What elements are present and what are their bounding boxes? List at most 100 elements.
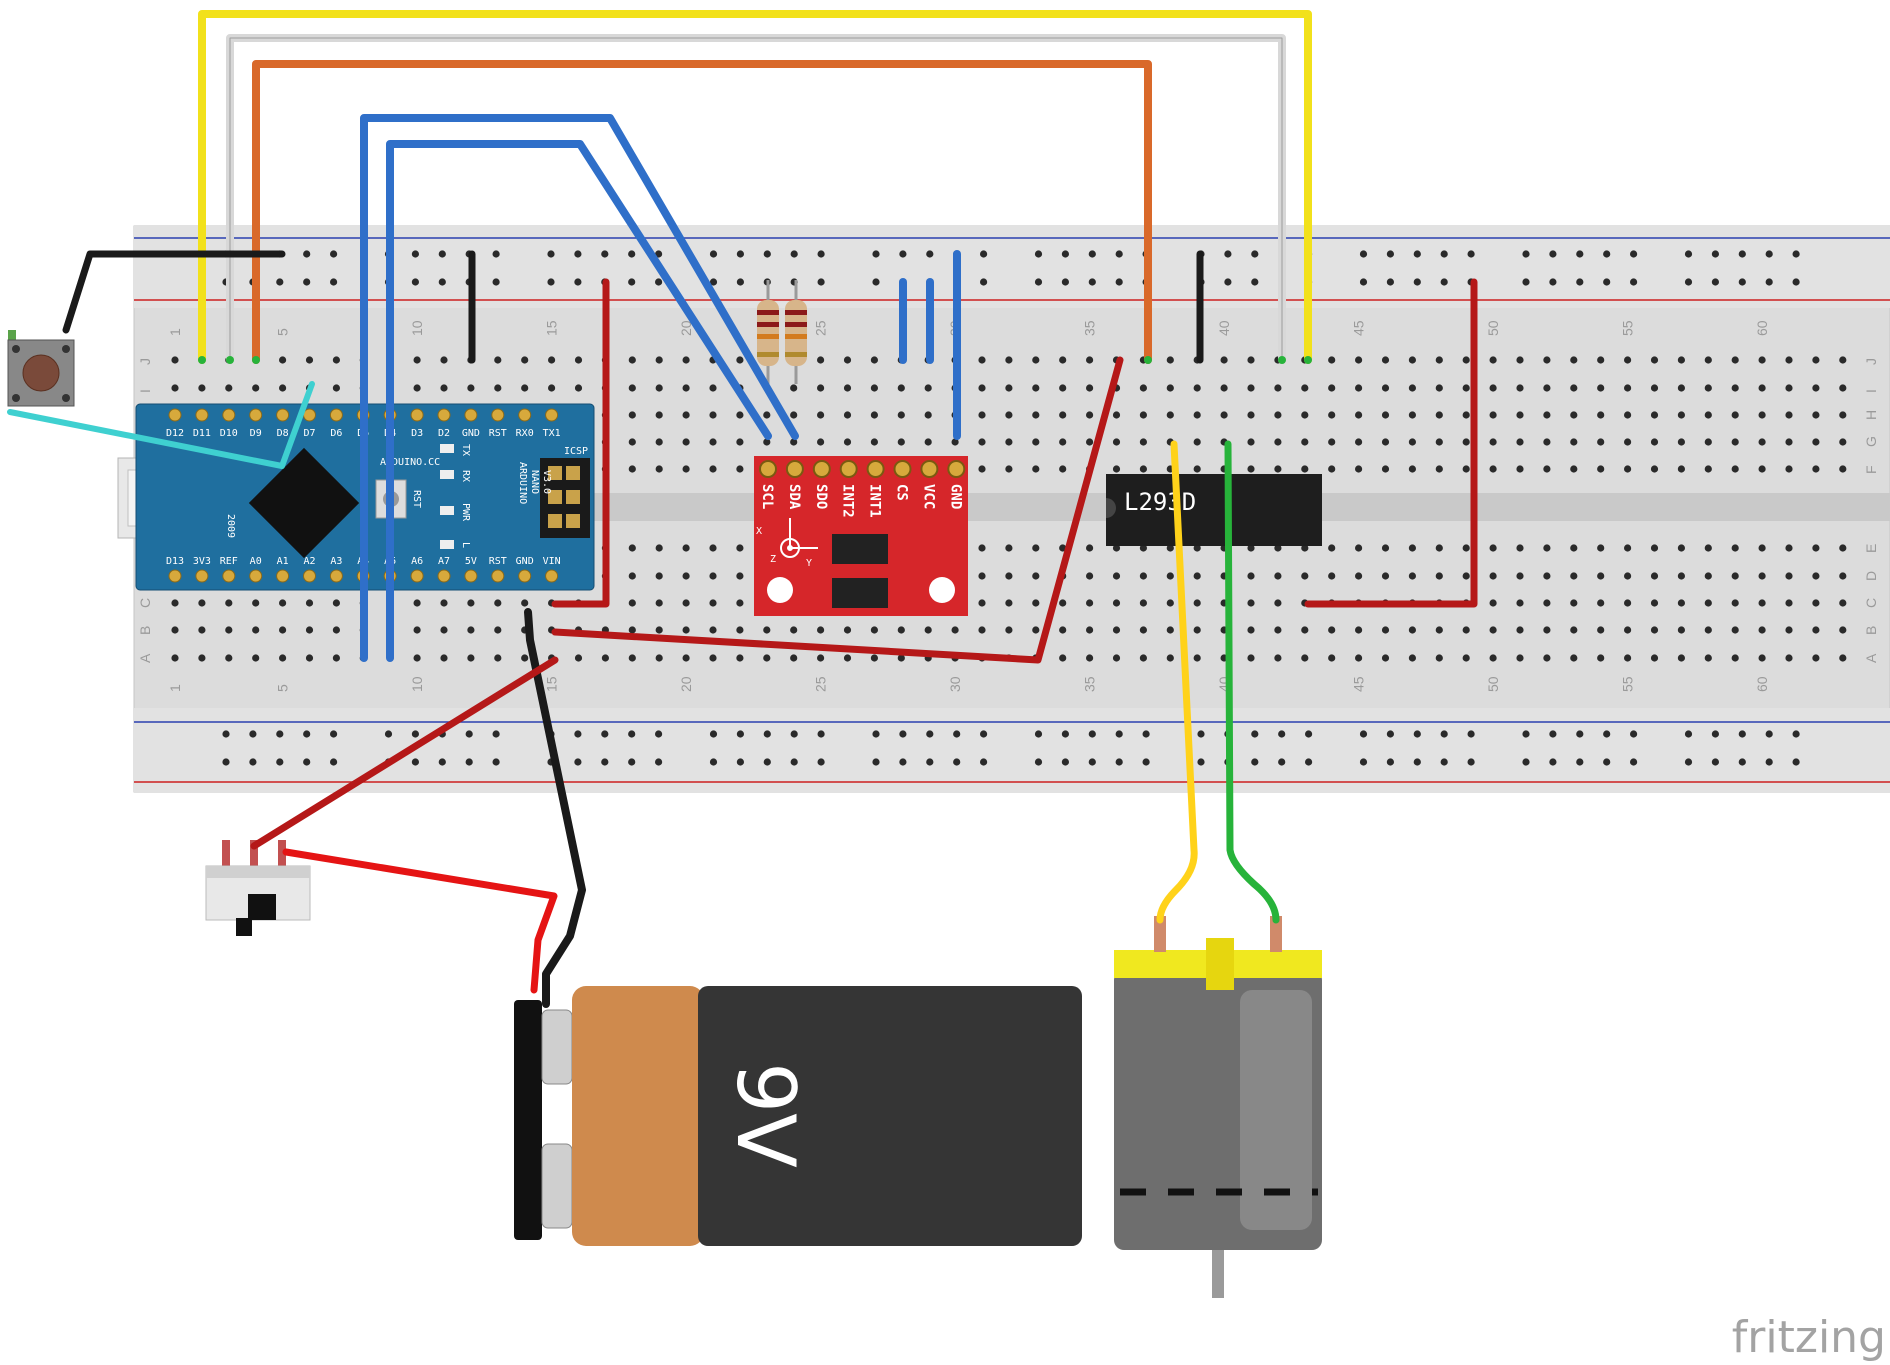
arduino-pin [303,569,316,583]
wire-endpoints [198,356,1312,364]
rail-hole [655,278,663,286]
breadboard-hole [817,356,825,364]
breadboard-hole [1193,572,1201,580]
rail-hole [601,730,609,738]
rail-hole [1034,730,1043,738]
column-number: 25 [813,676,829,692]
breadboard-hole [494,599,502,607]
breadboard-hole [440,599,448,607]
breadboard-hole [1032,572,1040,580]
breadboard-hole [628,356,636,364]
arduino-model-line-2: NANO [529,470,540,494]
rail-hole [1549,730,1557,738]
breadboard-hole [763,438,771,446]
breadboard-hole [1812,465,1820,473]
rail-hole [790,730,798,738]
breadboard-hole [709,654,717,662]
breadboard-hole [1570,626,1578,634]
breadboard-hole [1570,465,1578,473]
row-letter: F [1863,465,1879,474]
breadboard-hole [1758,438,1766,446]
breadboard-hole [198,384,206,392]
rail-hole [1522,250,1530,258]
breadboard-hole [1812,572,1820,580]
arduino-pin-label: 3V3 [193,556,211,567]
rail-hole [872,758,880,766]
breadboard-hole [1328,572,1336,580]
breadboard-hole [1812,438,1820,446]
arduino-pin [249,408,263,422]
breadboard-hole [1435,544,1443,552]
rail-hole [1738,278,1746,286]
pushbutton-cap [22,354,60,392]
breadboard-hole [1220,411,1228,419]
breadboard-hole [1570,384,1578,392]
wire-red-battery [282,848,558,994]
bottom-power-rail [134,708,1890,792]
rail-hole [953,730,961,738]
breadboard-hole [1005,411,1013,419]
breadboard-hole [521,356,529,364]
accelerometer-pin [866,460,885,478]
rail-hole [1576,758,1584,766]
breadboard-hole [1193,654,1201,662]
breadboard-hole [843,384,852,392]
column-number: 15 [544,320,560,336]
breadboard-hole [1677,599,1685,607]
breadboard-hole [1408,465,1416,473]
rail-hole [1251,250,1259,258]
rail-hole [1549,758,1557,766]
breadboard-hole [1112,572,1121,580]
breadboard-hole [1812,411,1820,419]
rail-hole [655,730,663,738]
arduino-pin-label: D7 [303,428,315,439]
breadboard-hole [1247,384,1255,392]
breadboard-hole [1516,438,1524,446]
rail-hole [1576,250,1584,258]
breadboard-hole [1462,356,1470,364]
breadboard-hole [1543,654,1551,662]
breadboard-hole [1489,544,1497,552]
breadboard-hole [1032,544,1040,552]
breadboard-hole [1731,411,1739,419]
breadboard-hole [1624,544,1632,552]
breadboard-hole [924,411,932,419]
row-letter: J [137,358,153,365]
breadboard-hole [1677,356,1685,364]
breadboard-hole [1731,654,1739,662]
breadboard-hole [1785,654,1793,662]
breadboard-hole [655,356,663,364]
breadboard-hole [736,654,744,662]
breadboard-hole [1489,356,1497,364]
breadboard-hole [1086,599,1094,607]
breadboard-hole [870,438,879,446]
breadboard-hole [978,438,986,446]
breadboard-hole [709,438,717,446]
breadboard-hole [1059,356,1067,364]
breadboard-hole [1032,465,1040,473]
row-letter: H [1863,410,1879,420]
breadboard-hole [655,654,663,662]
rail-hole [872,278,880,286]
breadboard-hole [225,599,233,607]
rail-hole [303,730,311,738]
breadboard-hole [1677,654,1685,662]
rail-hole [249,730,257,738]
breadboard-hole [1328,626,1336,634]
rail-hole [1603,250,1611,258]
breadboard-hole [252,384,260,392]
breadboard-hole [1731,465,1739,473]
rail-hole [817,758,825,766]
rail-hole [1684,278,1693,286]
breadboard-hole [1139,599,1147,607]
rail-hole [1440,758,1448,766]
rail-hole [1088,730,1096,738]
rail-hole [655,250,663,258]
breadboard-hole [1597,438,1605,446]
breadboard-hole [1193,438,1201,446]
rail-hole [1413,278,1421,286]
rail-hole [1765,278,1773,286]
wire-black-button [62,250,286,334]
breadboard-hole [1785,465,1793,473]
rail-hole [1440,278,1448,286]
